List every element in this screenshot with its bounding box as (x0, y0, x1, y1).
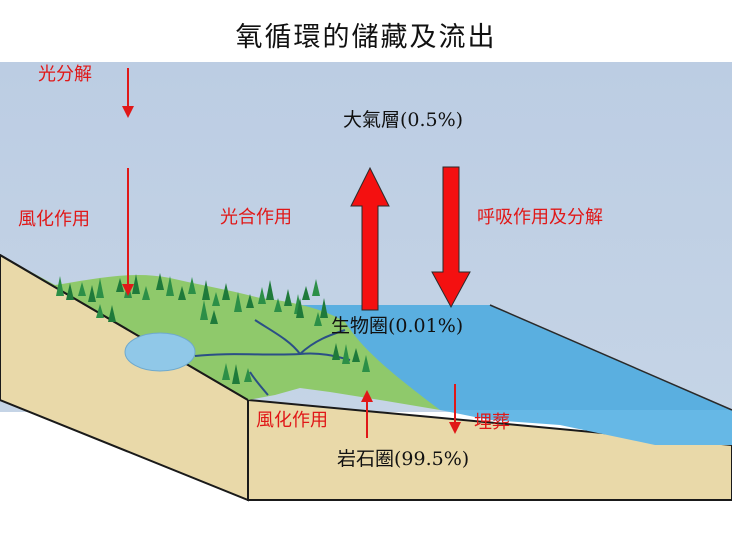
diagram-title: 氧循環的儲藏及流出 (235, 22, 497, 53)
photolysis-label: 光分解 (38, 64, 92, 85)
tree (166, 276, 174, 296)
ocean-front-face (440, 410, 732, 445)
tree (108, 305, 116, 322)
ocean-surface (290, 305, 732, 410)
river-branch-1 (254, 319, 301, 355)
river-branch-2 (299, 329, 346, 355)
river-branch-3 (249, 371, 269, 396)
tree (266, 280, 274, 300)
tree (132, 274, 140, 294)
tree (178, 286, 186, 300)
photosynthesis-arrow (350, 166, 390, 311)
photosynthesis-label: 光合作用 (220, 207, 292, 228)
tree (352, 348, 360, 362)
tree (332, 343, 340, 360)
tree (342, 344, 350, 364)
land-front-face (247, 398, 732, 501)
respiration-decomposition-label: 呼吸作用及分解 (477, 207, 603, 228)
tree (320, 298, 328, 318)
forest (56, 273, 370, 384)
weathering-bottom-label: 風化作用 (256, 410, 328, 431)
respiration-arrow (431, 166, 471, 309)
tree (302, 286, 310, 300)
tree (296, 298, 304, 318)
tree (66, 283, 74, 300)
lake (124, 332, 196, 372)
tree (258, 287, 266, 304)
tree (222, 363, 230, 380)
tree (88, 285, 96, 302)
burial-arrow (449, 384, 461, 434)
tree (312, 279, 320, 296)
tree (314, 312, 322, 326)
tree (188, 277, 196, 294)
tree (142, 286, 150, 300)
tree (274, 298, 282, 312)
tree (244, 368, 252, 382)
tree (202, 280, 210, 300)
tree (246, 294, 254, 308)
weathering-top-label: 風化作用 (18, 209, 90, 230)
lithosphere-label: 岩石圈(99.5%) (337, 448, 470, 470)
tree (362, 355, 370, 372)
burial-label: 埋葬 (474, 412, 510, 433)
tree (232, 364, 240, 384)
tree (222, 283, 230, 300)
photolysis-arrow (122, 68, 134, 118)
tree (96, 304, 104, 318)
weathering-top-arrow (122, 168, 134, 296)
ocean-edge-line (489, 304, 732, 411)
tree (284, 289, 292, 306)
atmosphere-label: 大氣層(0.5%) (343, 109, 464, 131)
tree (78, 282, 86, 296)
tree (96, 278, 104, 298)
tree (56, 276, 64, 296)
grassland (0, 255, 440, 410)
tree (200, 300, 208, 320)
tree (156, 273, 164, 290)
tree (212, 292, 220, 306)
weathering-bottom-arrow (361, 390, 373, 438)
tree (234, 292, 242, 312)
tree (116, 278, 124, 292)
biosphere-label: 生物圈(0.01%) (331, 315, 464, 337)
land-ridge-line (0, 254, 249, 401)
tree (210, 310, 218, 324)
